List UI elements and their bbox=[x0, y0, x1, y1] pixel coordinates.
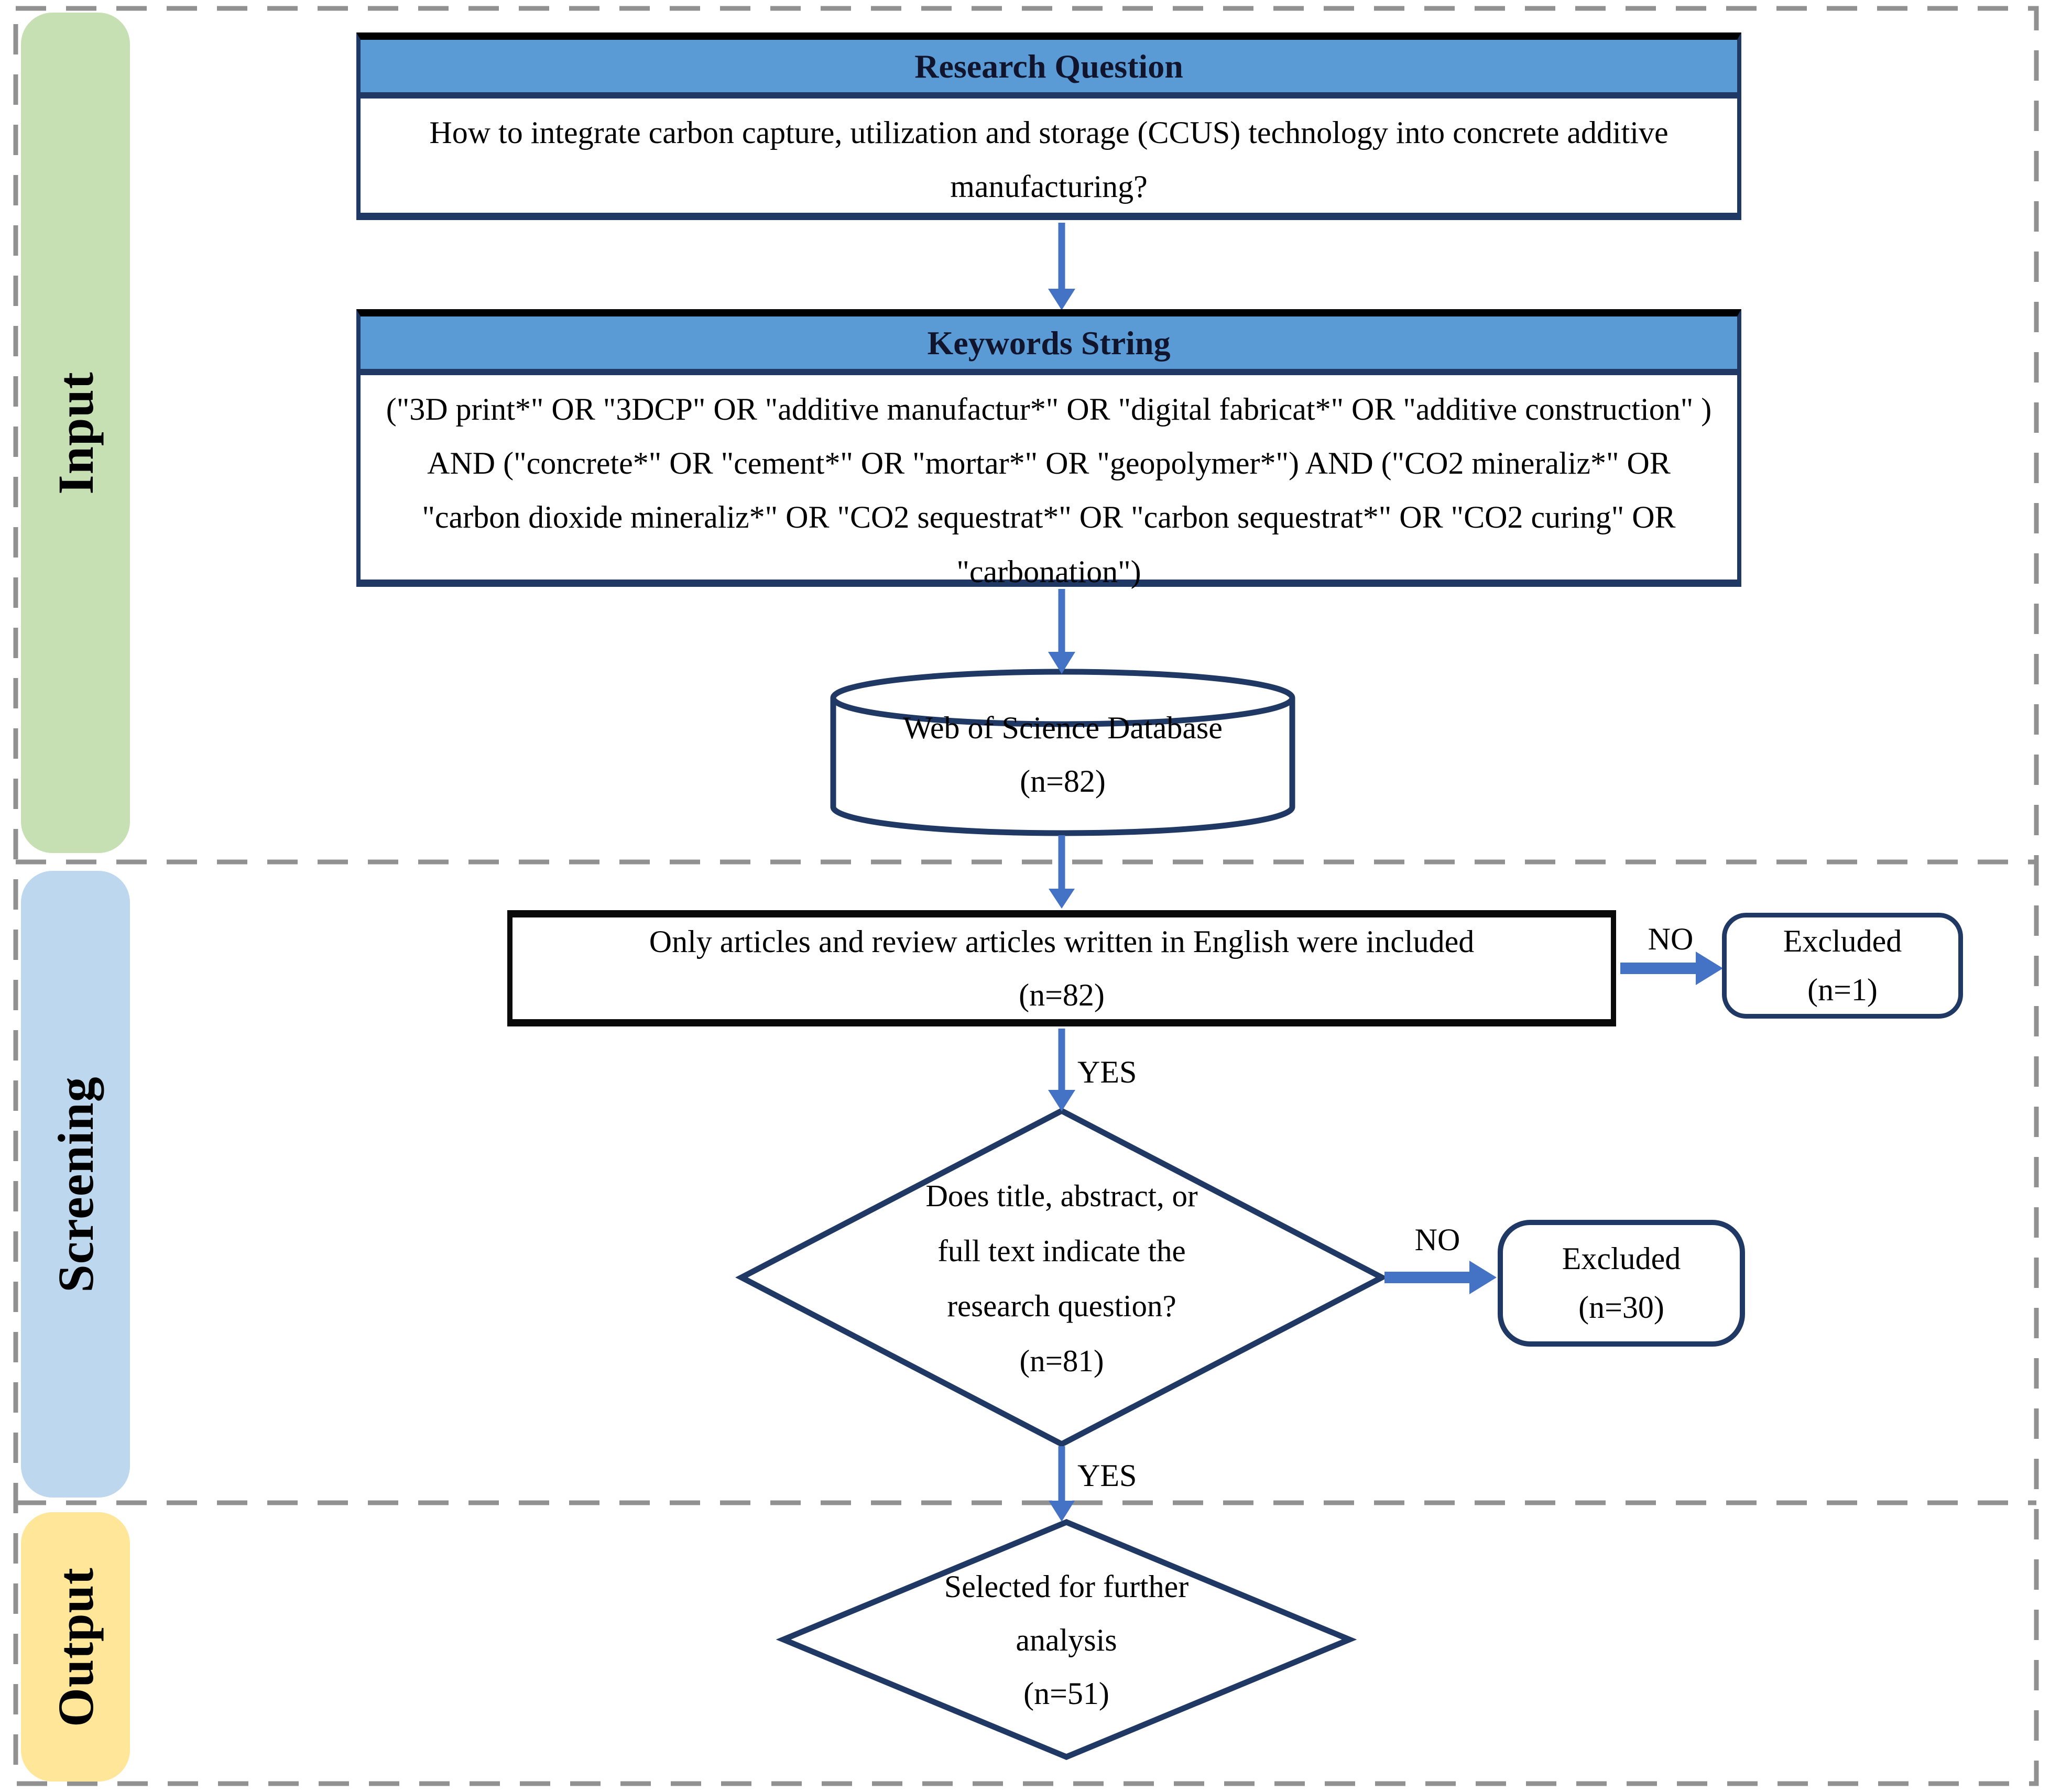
selected-label: Selected for further analysis bbox=[944, 1569, 1189, 1657]
yes-label-relevance: YES bbox=[1077, 1458, 1137, 1493]
arrow-no-to-excluded30-head bbox=[1469, 1261, 1497, 1294]
arrow-yes-to-selected-head bbox=[1049, 1501, 1075, 1522]
keywords-string-text: ("3D print*" OR "3DCP" OR "additive manu… bbox=[386, 392, 1712, 589]
arrow-no-to-excluded1-head bbox=[1696, 952, 1723, 985]
relevance-question-count: (n=81) bbox=[1019, 1343, 1104, 1379]
database-label: Web of Science Database bbox=[903, 711, 1223, 745]
language-filter-count: (n=82) bbox=[1019, 978, 1105, 1012]
arrow-database-to-filter-head bbox=[1049, 889, 1075, 909]
database-count: (n=82) bbox=[1020, 764, 1106, 799]
database-label-group: Web of Science Database (n=82) bbox=[833, 681, 1292, 828]
selected-group: Selected for further analysis (n=51) bbox=[888, 1546, 1245, 1734]
keywords-string-header: Keywords String bbox=[361, 316, 1737, 375]
selected-diamond bbox=[776, 1519, 1357, 1760]
lane-screening: Screening bbox=[21, 871, 130, 1498]
lane-screening-label: Screening bbox=[47, 1076, 104, 1293]
research-question-header: Research Question bbox=[361, 40, 1737, 99]
database-cylinder bbox=[830, 697, 1295, 836]
relevance-question-text: Does title, abstract, or full text indic… bbox=[925, 1178, 1198, 1323]
lane-output-label: Output bbox=[47, 1567, 104, 1727]
excluded-language-label: Excluded bbox=[1783, 924, 1902, 958]
language-filter-box: Only articles and review articles writte… bbox=[507, 910, 1616, 1026]
excluded-language-box: Excluded (n=1) bbox=[1722, 913, 1963, 1019]
excluded-relevance-label: Excluded bbox=[1562, 1241, 1681, 1276]
no-label-language: NO bbox=[1648, 922, 1694, 956]
yes-label-language: YES bbox=[1077, 1055, 1137, 1089]
relevance-decision-diamond bbox=[735, 1107, 1388, 1448]
keywords-string-box: Keywords String ("3D print*" OR "3DCP" O… bbox=[356, 309, 1741, 589]
research-question-box: Research Question How to integrate carbo… bbox=[356, 32, 1741, 220]
figure-dashed-border bbox=[13, 6, 2039, 1786]
lane-input: Input bbox=[21, 13, 130, 853]
arrow-rq-to-keywords-head bbox=[1048, 289, 1075, 310]
selected-count: (n=51) bbox=[1023, 1676, 1109, 1711]
lane-input-label: Input bbox=[47, 371, 104, 495]
lane-output: Output bbox=[21, 1512, 130, 1782]
excluded-relevance-box: Excluded (n=30) bbox=[1498, 1220, 1745, 1347]
research-question-text: How to integrate carbon capture, utiliza… bbox=[429, 115, 1669, 204]
language-filter-statement: Only articles and review articles writte… bbox=[649, 924, 1475, 959]
arrow-yes-to-diamond-head bbox=[1048, 1090, 1075, 1111]
arrow-keywords-to-database-head bbox=[1048, 652, 1075, 674]
no-label-relevance: NO bbox=[1414, 1222, 1460, 1257]
excluded-relevance-count: (n=30) bbox=[1578, 1290, 1664, 1325]
relevance-question-group: Does title, abstract, or full text indic… bbox=[836, 1121, 1287, 1436]
excluded-language-count: (n=1) bbox=[1807, 973, 1878, 1007]
